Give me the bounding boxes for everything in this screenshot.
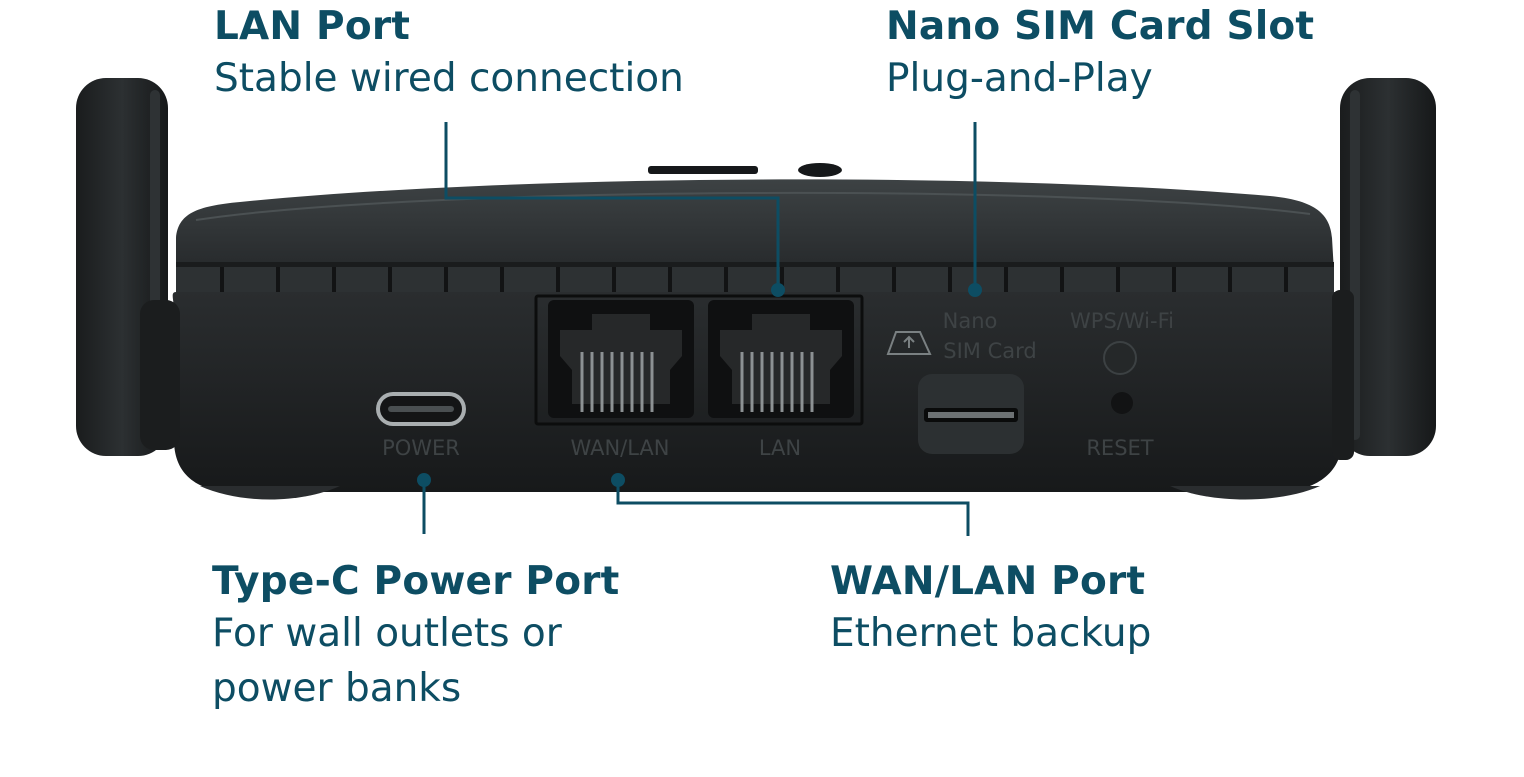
lan-callout-dot [771,283,785,297]
power-callout-desc-line1: For wall outlets or [212,611,562,656]
lan-port[interactable] [708,300,854,418]
wan-callout-desc: Ethernet backup [830,611,1152,656]
power-port-label: POWER [382,436,460,460]
wps-wifi-label: WPS/Wi-Fi [1070,309,1174,333]
wan-lan-port-callout: WAN/LAN Port Ethernet backup [830,558,1151,661]
lan-callout-title: LAN Port [214,4,411,49]
sim-callout-title: Nano SIM Card Slot [886,4,1315,49]
right-foot [1170,486,1320,500]
lan-leader-line [444,122,780,290]
wan-callout-title: WAN/LAN Port [830,559,1146,604]
top-logo-mark [648,166,758,174]
power-callout-title: Type-C Power Port [212,559,620,604]
wan-lan-port-label: WAN/LAN [570,436,669,460]
sim-callout-desc: Plug-and-Play [886,56,1153,101]
sim-card-label: SIM Card [943,339,1036,363]
lan-port-label: LAN [759,436,801,460]
nano-label: Nano [943,309,998,333]
reset-button[interactable] [1111,392,1133,414]
lan-callout-desc: Stable wired connection [214,56,684,101]
power-callout-desc-line2: power banks [212,666,462,711]
lan-port-callout: LAN Port Stable wired connection [214,3,684,106]
left-foot [200,486,340,500]
power-callout-dot [417,473,431,487]
nano-sim-slot[interactable] [918,374,1024,454]
sim-slot-callout: Nano SIM Card Slot Plug-and-Play [886,3,1314,106]
wan-callout-dot [611,473,625,487]
router-top-shell [176,179,1334,272]
power-port-callout: Type-C Power Port For wall outlets or po… [212,558,619,716]
type-c-port[interactable] [376,392,466,426]
sim-insert-icon [886,331,932,355]
wps-wifi-button[interactable] [1103,341,1137,375]
top-logo-circle [798,163,842,177]
right-antenna [1340,78,1436,456]
wan-lan-port[interactable] [548,300,694,418]
reset-label: RESET [1086,436,1153,460]
sim-callout-dot [968,283,982,297]
ethernet-port-frame [534,294,864,426]
wan-leader-line [616,480,970,536]
